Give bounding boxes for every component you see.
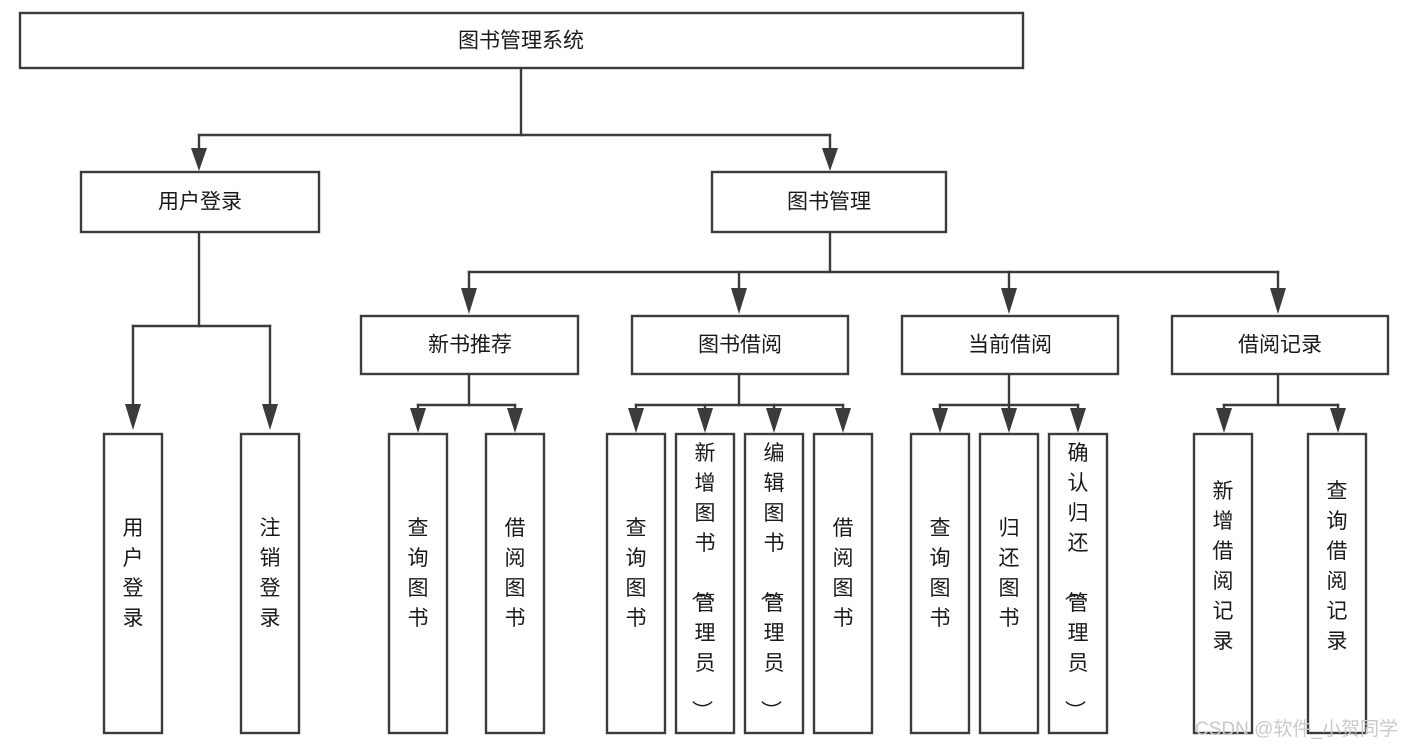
leaf-user-login-logout[interactable]: 注销登录	[239, 432, 301, 735]
leaf-borrowrecord-query-box[interactable]	[1306, 432, 1368, 735]
node-borrow-record-label: 借阅记录	[1238, 334, 1322, 357]
leaf-newbook-borrow-box[interactable]	[484, 432, 546, 735]
arrowhead-bookborrow	[731, 288, 747, 314]
leaf-currentborrow-confirm-label: 确认归还（管理员）	[1063, 442, 1089, 721]
node-user-login-box[interactable]	[79, 170, 321, 234]
arrowhead-borrowrecord	[1270, 288, 1286, 314]
leaf-currentborrow-confirm-box[interactable]	[1047, 432, 1109, 735]
leaf-newbook-borrow[interactable]: 借阅图书	[484, 432, 546, 735]
leaf-newbook-borrow-label: 借阅图书	[505, 517, 526, 630]
arrowhead-currentborrow-leaf2	[1001, 408, 1017, 433]
leaf-borrowrecord-query[interactable]: 查询借阅记录	[1306, 432, 1368, 735]
leaf-bookborrow-borrow-label: 借阅图书	[833, 517, 854, 630]
leaf-bookborrow-edit-label: 编辑图书（管理员）	[759, 442, 785, 721]
leaf-bookborrow-edit-box[interactable]	[743, 432, 805, 735]
leaf-borrowrecord-add-box[interactable]	[1192, 432, 1254, 735]
leaf-bookborrow-add-label: 新增图书（管理员）	[690, 442, 716, 721]
node-borrow-record[interactable]: 借阅记录	[1170, 314, 1390, 376]
arrowhead-bookborrow-leaf1	[628, 408, 644, 433]
arrowhead-newbook-leaf2	[507, 408, 523, 433]
arrowhead-currentborrow-leaf3	[1070, 408, 1086, 433]
node-book-borrow-label: 图书借阅	[698, 334, 782, 357]
arrowhead-bookborrow-leaf2	[697, 408, 713, 433]
node-book-manage-label: 图书管理	[787, 191, 871, 214]
leaf-bookborrow-borrow[interactable]: 借阅图书	[812, 432, 874, 735]
arrowhead-newbook	[461, 288, 477, 314]
leaf-user-login-login-box[interactable]	[102, 432, 164, 735]
leaf-currentborrow-query-box[interactable]	[909, 432, 971, 735]
leaf-borrowrecord-add[interactable]: 新增借阅记录	[1192, 432, 1254, 735]
arrowhead-book-manage	[822, 148, 838, 171]
leaf-bookborrow-query-box[interactable]	[605, 432, 667, 735]
node-root-label: 图书管理系统	[458, 30, 584, 53]
arrowhead-borrowrecord-leaf2	[1330, 408, 1346, 433]
node-new-book-recommend-label: 新书推荐	[428, 334, 512, 357]
node-book-borrow[interactable]: 图书借阅	[630, 314, 850, 376]
node-borrow-record-box[interactable]	[1170, 314, 1390, 376]
leaf-bookborrow-add[interactable]: 新增图书（管理员）	[674, 432, 736, 735]
arrowhead-newbook-leaf1	[410, 408, 426, 433]
node-book-borrow-box[interactable]	[630, 314, 850, 376]
leaf-user-login-login-label: 用户登录	[123, 517, 144, 630]
arrowhead-currentborrow-leaf1	[932, 408, 948, 433]
leaf-newbook-query-box[interactable]	[387, 432, 449, 735]
leaf-currentborrow-return-box[interactable]	[978, 432, 1040, 735]
leaf-currentborrow-return-label: 归还图书	[999, 517, 1020, 630]
leaf-user-login-login[interactable]: 用户登录	[102, 432, 164, 735]
leaf-currentborrow-query[interactable]: 查询图书	[909, 432, 971, 735]
arrowhead-leaf-logout	[262, 404, 278, 430]
node-user-login[interactable]: 用户登录	[79, 170, 321, 234]
node-current-borrow-box[interactable]	[900, 314, 1120, 376]
node-root[interactable]: 图书管理系统	[18, 11, 1025, 70]
leaf-bookborrow-add-box[interactable]	[674, 432, 736, 735]
node-book-manage[interactable]: 图书管理	[710, 170, 948, 234]
leaf-borrowrecord-add-label: 新增借阅记录	[1213, 480, 1234, 653]
arrowhead-bookborrow-leaf3	[766, 408, 782, 433]
arrowhead-leaf-user-login	[125, 404, 141, 430]
leaf-currentborrow-confirm[interactable]: 确认归还（管理员）	[1047, 432, 1109, 735]
leaf-newbook-query-label: 查询图书	[408, 517, 429, 630]
node-new-book-recommend-box[interactable]	[359, 314, 580, 376]
arrowhead-currentborrow	[1001, 288, 1017, 314]
node-new-book-recommend[interactable]: 新书推荐	[359, 314, 580, 376]
node-root-box[interactable]	[18, 11, 1025, 70]
leaf-bookborrow-edit[interactable]: 编辑图书（管理员）	[743, 432, 805, 735]
leaf-borrowrecord-query-label: 查询借阅记录	[1327, 480, 1348, 653]
arrowhead-bookborrow-leaf4	[835, 408, 851, 433]
leaf-user-login-logout-box[interactable]	[239, 432, 301, 735]
leaf-currentborrow-query-label: 查询图书	[930, 517, 951, 630]
connector-layer	[125, 66, 1346, 433]
arrowhead-user-login	[191, 148, 207, 171]
node-book-manage-box[interactable]	[710, 170, 948, 234]
watermark: CSDN @软件_小贺同学	[1195, 718, 1398, 740]
leaf-bookborrow-query[interactable]: 查询图书	[605, 432, 667, 735]
node-current-borrow-label: 当前借阅	[968, 334, 1052, 357]
leaf-newbook-query[interactable]: 查询图书	[387, 432, 449, 735]
node-current-borrow[interactable]: 当前借阅	[900, 314, 1120, 376]
leaf-bookborrow-borrow-box[interactable]	[812, 432, 874, 735]
leaf-currentborrow-return[interactable]: 归还图书	[978, 432, 1040, 735]
leaf-bookborrow-query-label: 查询图书	[626, 517, 647, 630]
node-user-login-label: 用户登录	[158, 191, 242, 214]
arrowhead-borrowrecord-leaf1	[1216, 408, 1232, 433]
leaf-user-login-logout-label: 注销登录	[260, 517, 281, 630]
